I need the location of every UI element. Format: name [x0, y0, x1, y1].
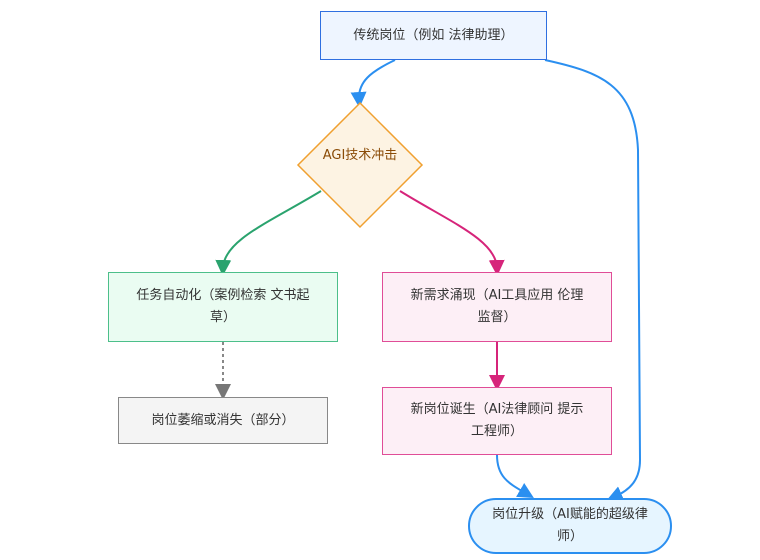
edge-new-job-to-upgrade [496, 454, 534, 499]
node-role-upgrade-label: 岗位升级（AI赋能的超级律师） [492, 507, 648, 544]
node-new-demand[interactable]: 新需求涌现（AI工具应用 伦理监督） [382, 272, 612, 342]
node-new-job[interactable]: 新岗位诞生（AI法律顾问 提示工程师） [382, 387, 612, 455]
node-task-automation-label: 任务自动化（案例检索 文书起草） [136, 288, 310, 325]
decision-diamond [296, 101, 424, 229]
edge-start-to-upgrade [544, 59, 642, 502]
node-new-demand-label: 新需求涌现（AI工具应用 伦理监督） [410, 288, 584, 325]
node-traditional-role[interactable]: 传统岗位（例如 法律助理） [320, 11, 547, 60]
edge-decision-to-automation [215, 190, 322, 276]
node-new-job-label: 新岗位诞生（AI法律顾问 提示工程师） [410, 402, 584, 439]
edge-decision-to-new-demand [399, 190, 505, 276]
node-role-shrink-label: 岗位萎缩或消失（部分） [151, 412, 295, 428]
node-task-automation[interactable]: 任务自动化（案例检索 文书起草） [108, 272, 338, 342]
node-traditional-role-label: 传统岗位（例如 法律助理） [353, 27, 514, 43]
node-agi-impact-label: AGI技术冲击 [322, 148, 398, 163]
node-role-upgrade[interactable]: 岗位升级（AI赋能的超级律师） [468, 498, 672, 554]
node-role-shrink[interactable]: 岗位萎缩或消失（部分） [118, 397, 328, 444]
edge-start-to-decision [350, 59, 396, 108]
